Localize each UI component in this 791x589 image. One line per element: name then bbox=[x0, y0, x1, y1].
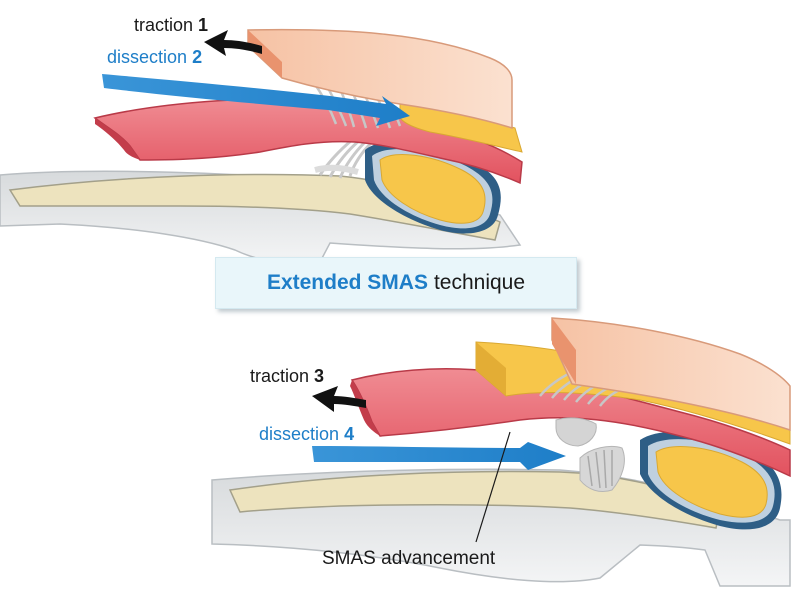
label-traction-3-num: 3 bbox=[314, 366, 325, 386]
label-dissection-4: dissection 4 bbox=[259, 425, 354, 443]
title-rest: technique bbox=[433, 271, 526, 294]
top-ligament-lower bbox=[314, 138, 374, 179]
label-traction-3: traction 3 bbox=[250, 367, 324, 385]
label-smas-advancement: SMAS advancement bbox=[322, 548, 496, 569]
bottom-cut-ligament bbox=[579, 445, 625, 493]
label-dissection-2-word: dissection bbox=[107, 47, 188, 67]
label-traction-1-word: traction bbox=[134, 15, 194, 35]
title-emphasis: Extended SMAS bbox=[266, 271, 428, 294]
technique-title-box: Extended SMAS technique bbox=[215, 257, 577, 309]
label-dissection-4-num: 4 bbox=[344, 424, 355, 444]
top-traction-arrow bbox=[204, 30, 262, 56]
label-dissection-2: dissection 2 bbox=[107, 48, 202, 66]
top-skin-flap bbox=[247, 28, 513, 130]
smas-advancement-leader bbox=[475, 431, 511, 543]
label-traction-3-word: traction bbox=[250, 366, 310, 386]
top-skin-edge bbox=[248, 30, 282, 78]
bottom-fat-edge bbox=[476, 342, 506, 396]
label-dissection-2-num: 2 bbox=[192, 47, 203, 67]
bottom-skin-flap bbox=[551, 317, 791, 432]
bottom-smas-edge bbox=[350, 380, 380, 436]
bottom-illustration bbox=[211, 317, 791, 587]
top-illustration bbox=[0, 28, 523, 266]
label-traction-1-num: 1 bbox=[198, 15, 209, 35]
bottom-dissection-arrow bbox=[312, 442, 566, 470]
bottom-ligament-stub bbox=[555, 417, 597, 447]
bottom-traction-arrow bbox=[312, 386, 366, 412]
label-dissection-4-word: dissection bbox=[259, 424, 340, 444]
label-traction-1: traction 1 bbox=[134, 16, 208, 34]
top-smas-edge bbox=[95, 118, 140, 160]
bottom-skin-edge bbox=[552, 318, 576, 384]
top-dissection-arrow bbox=[102, 74, 410, 126]
